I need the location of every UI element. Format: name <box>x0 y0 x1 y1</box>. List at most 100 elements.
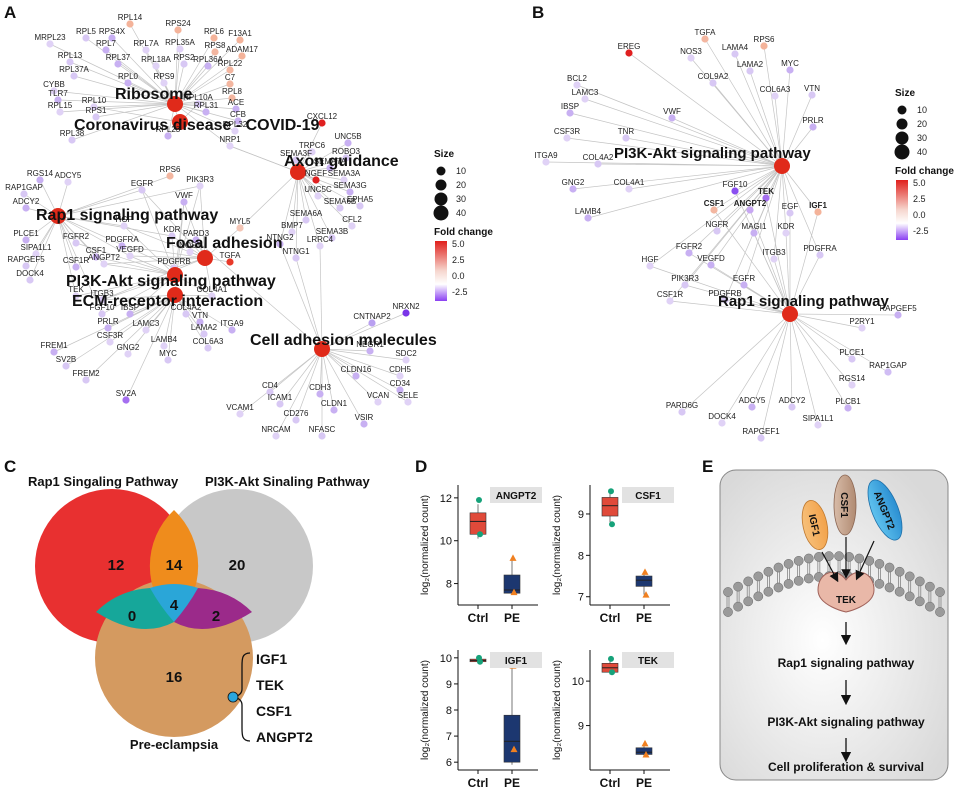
gene-label-sema6b: SEMA6B <box>324 197 356 206</box>
edge-lamc3-0 <box>584 98 783 167</box>
gene-label-cd276: CD276 <box>284 409 309 418</box>
point-ctrl <box>609 669 615 676</box>
gene-label-ngfr: NGFR <box>706 220 729 229</box>
venn-gene-2: TEK <box>256 677 284 693</box>
node-frem1 <box>50 348 58 356</box>
edge-rapgef5-1 <box>789 313 899 316</box>
edge-egfr-5 <box>141 189 176 276</box>
hub-node-pi3k-akt-signaling-pathway <box>167 267 183 283</box>
node-ereg <box>625 49 633 57</box>
node-rpl10 <box>90 103 98 111</box>
node-tgfa <box>701 35 709 43</box>
node-rpl0 <box>124 79 132 87</box>
edge-csf3r-0 <box>566 137 783 167</box>
step-2: PI3K-Akt signaling pathway <box>767 715 925 729</box>
gene-label-vegfd: VEGFD <box>697 254 725 263</box>
edge-sipa1l1-1 <box>789 313 819 426</box>
legB-fc-colorbar <box>896 180 908 240</box>
netB-nodes <box>542 35 902 442</box>
gene-label-frem1: FREM1 <box>40 341 68 350</box>
y-axis-title: log₂(normalized count) <box>552 495 563 595</box>
gene-tag-bg <box>622 652 674 668</box>
node-sema3f <box>292 156 300 164</box>
lipid-head <box>773 562 784 573</box>
edge-rpl5-0 <box>85 37 176 105</box>
gene-label-nos3: NOS3 <box>179 241 201 250</box>
edge-tlr7-0 <box>57 99 176 105</box>
edge-lrrc4-7 <box>319 245 323 350</box>
gene-label-adcy2: ADCY2 <box>13 197 40 206</box>
node-egf <box>786 209 794 217</box>
edge-pdgfra-4 <box>121 245 206 259</box>
y-tick-label: 6 <box>446 757 452 769</box>
edge-rap1gap-1 <box>789 313 889 373</box>
gene-label-cntnap2: CNTNAP2 <box>353 312 391 321</box>
lipid-head <box>723 607 733 617</box>
node-tgfa <box>226 258 234 266</box>
arrow-igf1 <box>821 551 839 583</box>
gene-label-col6a3: COL6A3 <box>193 337 224 346</box>
gene-label-col4a1: COL4A1 <box>197 285 228 294</box>
edge-ngfr-0 <box>716 165 783 232</box>
gene-label-cd34: CD34 <box>390 379 411 388</box>
edge-cdh5-7 <box>321 348 401 377</box>
gene-label-rpl10: RPL10 <box>82 96 107 105</box>
gene-label-rpl38: RPL38 <box>60 129 85 138</box>
edge-ntng1-2 <box>295 171 299 259</box>
node-plcb1 <box>844 404 852 412</box>
gene-label-csf1: CSF1 <box>86 246 107 255</box>
edge-tek-3 <box>57 215 77 297</box>
venn-count-only-pi3k: 20 <box>229 557 246 574</box>
edge-vcan-7 <box>321 348 379 403</box>
node-prlr <box>809 123 817 131</box>
node-csf1 <box>710 206 718 214</box>
node-csf1r <box>72 263 80 271</box>
gene-label-pard3: PARD3 <box>183 229 210 238</box>
lipid-head <box>763 566 774 577</box>
node-tek <box>72 292 80 300</box>
gene-tag-bg <box>622 487 674 503</box>
edge-pdgfrb-3 <box>57 215 175 269</box>
gene-label-lamc3: LAMC3 <box>572 88 599 97</box>
node-csf1r <box>666 297 674 305</box>
node-rpl15 <box>56 108 64 116</box>
node-dock4 <box>26 276 34 284</box>
edge-rpl38-0 <box>71 103 176 141</box>
gene-label-rpl22: RPL22 <box>218 59 243 68</box>
edge-ereg-0 <box>628 52 783 167</box>
lipid-head <box>753 591 764 602</box>
legA-fc-tick-0: 5.0 <box>452 239 465 249</box>
netA-edges <box>23 23 409 437</box>
gene-label-col4a1: COL4A1 <box>614 178 645 187</box>
node-col6a3 <box>771 92 779 100</box>
node-cfl2 <box>348 222 356 230</box>
gene-label-egfr: EGFR <box>131 179 153 188</box>
gene-label-myc: MYC <box>159 349 177 358</box>
lipid-head <box>914 576 925 587</box>
gene-label-rapgef5: RAPGEF5 <box>879 304 917 313</box>
node-myc <box>164 356 172 364</box>
gene-label-csf1r: CSF1R <box>657 290 683 299</box>
gene-label-cldn1: CLDN1 <box>321 399 348 408</box>
node-p2ry1 <box>858 324 866 332</box>
node-col6a3 <box>204 344 212 352</box>
gene-label-lama2: LAMA2 <box>737 60 764 69</box>
node-bmp7 <box>288 228 296 236</box>
edge-ntng2-7 <box>279 243 323 350</box>
node-itga9 <box>228 326 236 334</box>
edge-rpl10-1 <box>93 106 181 123</box>
y-tick-label: 10 <box>572 676 584 688</box>
edge-hgf-1 <box>649 265 791 315</box>
node-sema3b <box>328 234 336 242</box>
node-lama2 <box>200 330 208 338</box>
gene-label-rpl7a: RPL7A <box>133 39 159 48</box>
legB-size-dot-0 <box>897 105 907 115</box>
node-rps2 <box>180 60 188 68</box>
gene-label-col4a2: COL4A2 <box>171 303 202 312</box>
edge-sdc2-7 <box>321 348 407 361</box>
node-prlr <box>104 324 112 332</box>
